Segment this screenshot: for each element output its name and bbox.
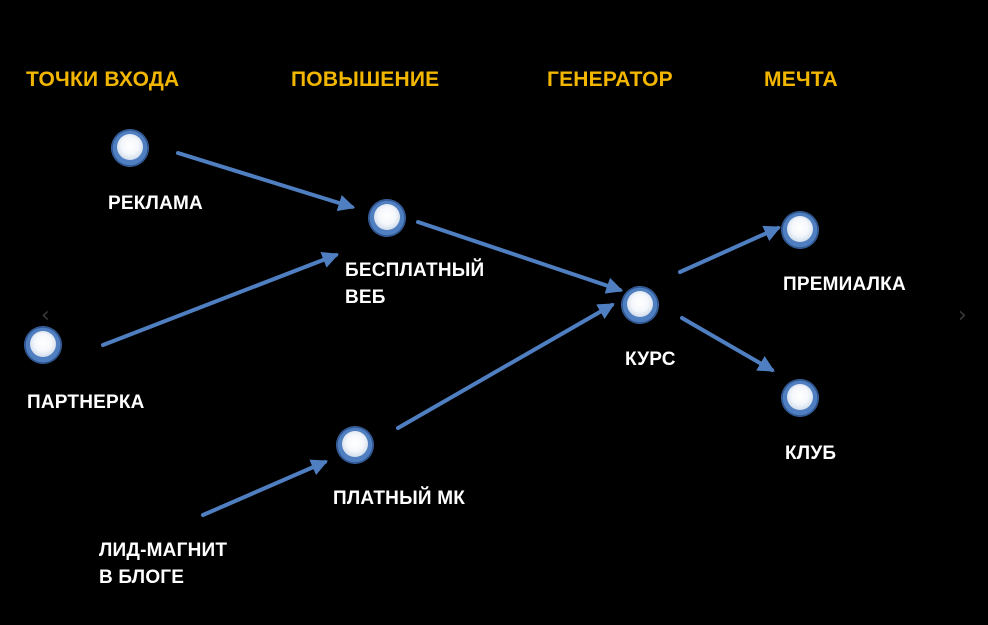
arrow-kurs-to-club	[680, 316, 775, 372]
node-label-reklama: РЕКЛАМА	[108, 193, 203, 214]
column-heading-upsell: ПОВЫШЕНИЕ	[291, 68, 440, 91]
node-marker-web	[368, 199, 406, 237]
node-marker-mk	[336, 426, 374, 464]
node-label-kurs: КУРС	[625, 349, 676, 370]
node-label-paid-mk: ПЛАТНЫЙ МК	[333, 488, 466, 509]
node-label-lid-magnet: ЛИД-МАГНИТ В БЛОГЕ	[99, 540, 228, 588]
arrow-web-to-kurs	[416, 220, 624, 294]
chevron-left-icon[interactable]: ‹	[41, 303, 50, 328]
arrow-mk-to-kurs	[396, 303, 615, 430]
arrow-lid-to-mk	[201, 459, 329, 517]
chevron-right-icon[interactable]: ›	[958, 303, 967, 328]
arrow-kurs-to-premium	[678, 225, 782, 274]
node-marker-kurs	[621, 286, 659, 324]
column-heading-entry-points: ТОЧКИ ВХОДА	[26, 68, 180, 91]
node-marker-reklama	[111, 129, 149, 167]
node-marker-club	[781, 379, 819, 417]
arrow-partnerka-to-web	[101, 252, 340, 347]
node-marker-partnerka	[24, 326, 62, 364]
node-marker-premium	[781, 211, 819, 249]
node-label-partnerka: ПАРТНЕРКА	[27, 392, 145, 413]
column-heading-dream: МЕЧТА	[764, 68, 838, 91]
arrow-reklama-to-web	[176, 151, 356, 212]
node-label-club: КЛУБ	[785, 443, 837, 464]
node-label-free-webinar: БЕСПЛАТНЫЙ ВЕБ	[345, 260, 485, 308]
column-heading-generator: ГЕНЕРАТОР	[547, 68, 673, 91]
node-label-premium: ПРЕМИАЛКА	[783, 274, 906, 295]
